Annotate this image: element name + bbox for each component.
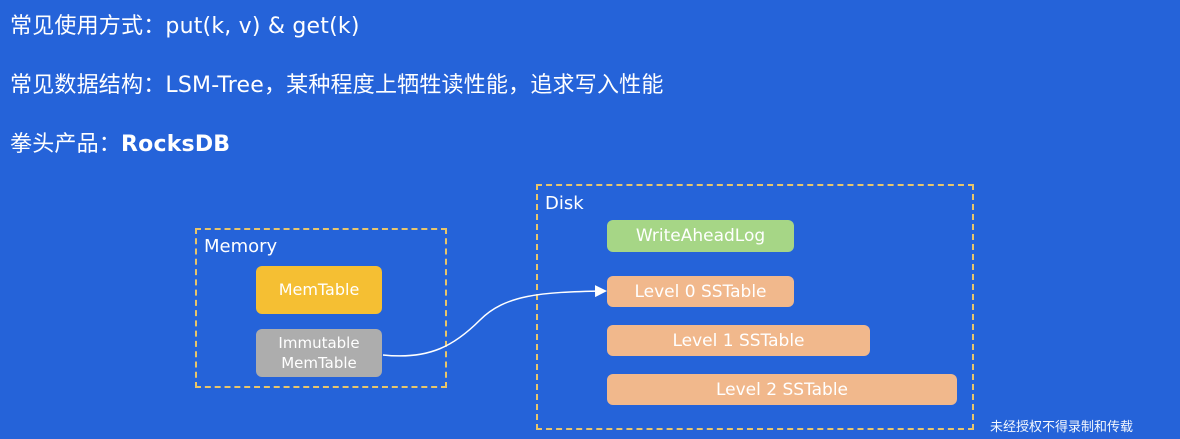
data-structure-text: 常见数据结构：LSM-Tree，某种程度上牺牲读性能，追求写入性能 — [10, 73, 664, 98]
level-0-sstable-block: Level 0 SSTable — [607, 276, 794, 307]
immutable-memtable-block: Immutable MemTable — [256, 329, 382, 377]
flagship-product-prefix: 拳头产品： — [10, 132, 122, 157]
immutable-memtable-line1: Immutable — [278, 334, 360, 352]
watermark-text: 未经授权不得录制和传载 — [990, 420, 1134, 435]
memory-box — [195, 228, 447, 388]
level-2-sstable-block: Level 2 SSTable — [607, 374, 957, 405]
disk-label: Disk — [545, 193, 584, 214]
flagship-product-text: 拳头产品：RocksDB — [10, 126, 230, 158]
memory-label: Memory — [204, 236, 278, 257]
flush-arrow-path — [382, 285, 607, 357]
usage-text: 常见使用方式：put(k, v) & get(k) — [10, 14, 360, 39]
memtable-block: MemTable — [256, 266, 382, 314]
immutable-memtable-line2: MemTable — [281, 354, 357, 372]
write-ahead-log-block: WriteAheadLog — [607, 220, 794, 252]
flagship-product-name: RocksDB — [121, 132, 231, 157]
level-1-sstable-block: Level 1 SSTable — [607, 325, 870, 356]
disk-box — [536, 184, 974, 430]
